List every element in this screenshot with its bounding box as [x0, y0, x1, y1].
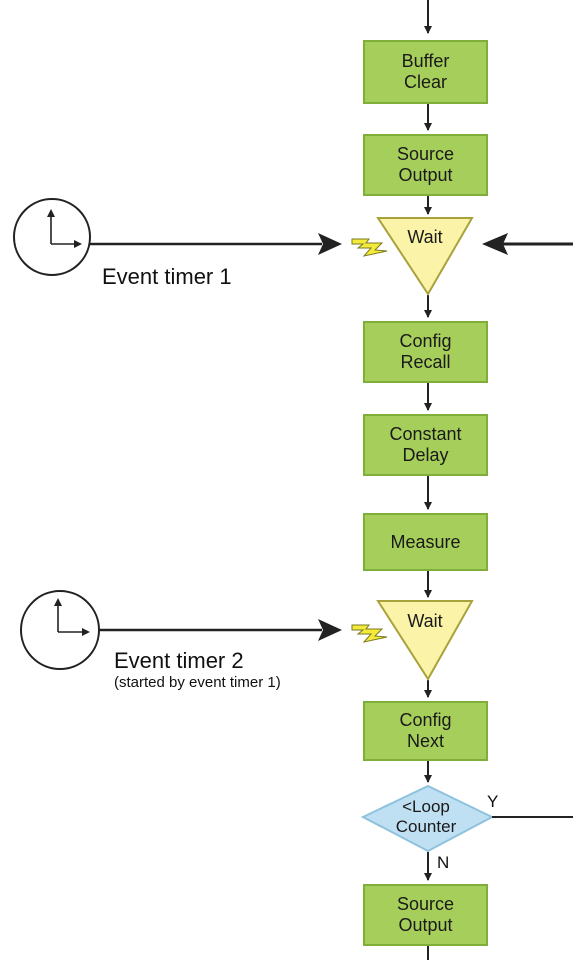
event-timer-1: Event timer 1	[13, 198, 342, 289]
buffer-clear-box: Buffer Clear	[363, 40, 488, 104]
event-timer-2-label: Event timer 2	[114, 648, 244, 673]
event-timer-2-note: (started by event timer 1)	[114, 674, 281, 691]
wait-triangle-2: Wait	[376, 600, 474, 681]
loop-counter-decision: <Loop Counter	[360, 784, 495, 853]
wait-triangle-1: Wait	[376, 217, 474, 296]
source-output-box: Source Output	[363, 134, 488, 196]
clock-icon	[20, 590, 100, 670]
measure-box: Measure	[363, 513, 488, 571]
no-label: N	[437, 853, 449, 872]
config-next-label-line1: Config	[399, 710, 451, 730]
loop-counter-label-line2: Counter	[396, 817, 457, 836]
config-next-label-line2: Next	[407, 731, 444, 751]
config-recall-box: Config Recall	[363, 321, 488, 383]
measure-label: Measure	[390, 532, 460, 552]
event-timer-2: Event timer 2 (started by event timer 1)	[20, 590, 342, 691]
trigger-icon	[351, 624, 388, 643]
config-next-box: Config Next	[363, 701, 488, 761]
source-output-label-line1: Source	[397, 144, 454, 164]
source-output-2-label-line2: Output	[398, 915, 452, 935]
constant-delay-box: Constant Delay	[363, 414, 488, 476]
clock-icon	[13, 198, 91, 276]
event-timer-1-label: Event timer 1	[102, 264, 232, 289]
config-recall-label-line1: Config	[399, 331, 451, 351]
source-output-2-label-line1: Source	[397, 894, 454, 914]
loop-counter-label-line1: <Loop	[402, 797, 450, 816]
loop-back-arrow	[482, 233, 573, 255]
buffer-clear-label-line2: Clear	[404, 72, 447, 92]
wait-1-label: Wait	[407, 227, 442, 247]
wait-2-label: Wait	[407, 611, 442, 631]
source-output-label-line2: Output	[398, 165, 452, 185]
config-recall-label-line2: Recall	[400, 352, 450, 372]
source-output-box-2: Source Output	[363, 884, 488, 946]
trigger-icon	[351, 238, 388, 257]
constant-delay-label-line1: Constant	[389, 424, 461, 444]
buffer-clear-label-line1: Buffer	[402, 51, 450, 71]
yes-branch: Y	[487, 792, 573, 818]
constant-delay-label-line2: Delay	[402, 445, 448, 465]
yes-label: Y	[487, 792, 498, 811]
